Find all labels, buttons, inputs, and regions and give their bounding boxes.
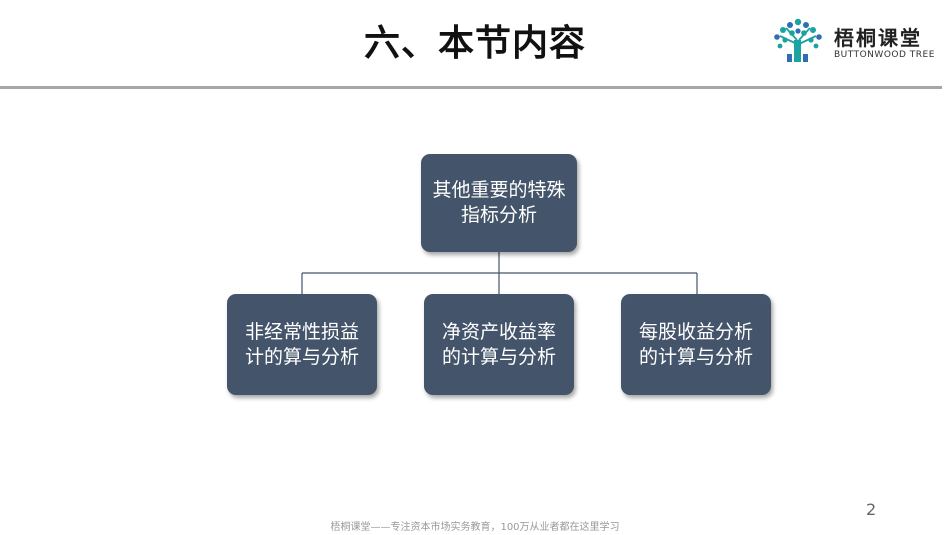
- child-node-eps: 每股收益分析 的计算与分析: [621, 294, 771, 395]
- logo-name-en: BUTTONWOOD TREE: [834, 50, 935, 60]
- slide-header: 六、本节内容 梧桐课堂 BUTTONWOOD TREE: [0, 0, 950, 86]
- tree-logo-icon: [774, 18, 822, 62]
- header-divider: [0, 86, 942, 89]
- child-node-line-2: 计的算与分析: [244, 345, 359, 368]
- child-node-roe: 净资产收益率 的计算与分析: [424, 294, 574, 395]
- child-node-line-2: 的计算与分析: [638, 345, 753, 368]
- footer-text: 梧桐课堂——专注资本市场实务教育，100万从业者都在这里学习: [330, 522, 620, 533]
- child-node-nonrecurring: 非经常性损益 计的算与分析: [227, 294, 377, 395]
- page-number: 2: [866, 500, 877, 519]
- child-node-line-2: 的计算与分析: [441, 345, 556, 368]
- child-node-line-1: 非经常性损益: [244, 320, 359, 343]
- root-node-line-1: 其他重要的特殊: [432, 179, 566, 201]
- root-node: 其他重要的特殊 指标分析: [421, 154, 577, 252]
- root-node-line-2: 指标分析: [460, 204, 537, 226]
- child-node-line-1: 净资产收益率: [441, 320, 556, 343]
- brand-logo: 梧桐课堂 BUTTONWOOD TREE: [770, 14, 945, 64]
- slide-title: 六、本节内容: [363, 23, 586, 64]
- logo-name-cn: 梧桐课堂: [834, 26, 922, 50]
- child-node-line-1: 每股收益分析: [638, 320, 753, 343]
